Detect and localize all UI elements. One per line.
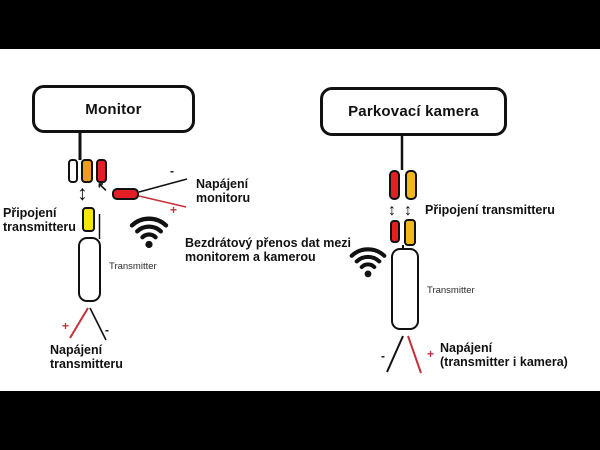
camera-plug-gold xyxy=(405,170,417,200)
monitor-power-label-line2: monitoru xyxy=(196,191,251,206)
monitor-power-plug-red xyxy=(112,188,139,200)
right-power-plus-sign: + xyxy=(427,347,435,361)
updown-arrow-icon-gold: ↕ xyxy=(404,202,412,219)
wireless-transfer-label: Bezdrátový přenos dat mezi monitorem a k… xyxy=(185,236,351,265)
left-connect-label-line1: Připojení xyxy=(3,206,57,220)
monitor-power-label: Napájení monitoru xyxy=(196,177,250,206)
left-connect-label-line2: transmitteru xyxy=(3,220,76,235)
right-transmitter-plus-wire xyxy=(407,335,422,374)
right-transmitter-minus-wire xyxy=(386,335,404,373)
letterbox-bottom xyxy=(0,391,600,450)
diagonal-arrow-icon: ↖ xyxy=(97,179,108,194)
updown-arrow-icon-red: ↕ xyxy=(388,202,396,219)
monitor-power-minus-wire xyxy=(138,178,188,193)
monitor-power-plus-wire xyxy=(138,195,187,208)
monitor-power-plus-sign: + xyxy=(170,203,178,217)
right-power-label: Napájení (transmitter i kamera) xyxy=(440,341,568,370)
monitor-box: Monitor xyxy=(32,85,195,133)
left-transmitter-box xyxy=(78,237,101,302)
monitor-box-label: Monitor xyxy=(85,100,142,118)
left-power-label-line2: transmitteru xyxy=(50,357,123,372)
monitor-plug-red xyxy=(96,159,107,183)
transmitter-plug-yellow xyxy=(82,207,95,232)
wifi-icon-right xyxy=(349,247,387,278)
right-power-label-line2: (transmitter i kamera) xyxy=(440,355,568,370)
left-power-plus-sign: + xyxy=(62,319,70,333)
left-transmitter-plus-wire xyxy=(69,307,89,339)
letterbox-top xyxy=(0,0,600,49)
monitor-plug-white xyxy=(68,159,78,183)
left-connect-label: Připojení transmitteru xyxy=(3,206,76,235)
updown-arrow-icon: ↕ xyxy=(77,182,88,205)
wifi-icon-left xyxy=(129,216,169,249)
left-transmitter-minus-wire xyxy=(89,307,107,341)
transmitter-plug-red xyxy=(390,220,400,243)
camera-plug-red xyxy=(389,170,400,200)
camera-box: Parkovací kamera xyxy=(320,87,507,136)
right-power-label-line1: Napájení xyxy=(440,341,493,355)
left-transmitter-label: Transmitter xyxy=(109,261,157,272)
right-power-minus-sign: - xyxy=(381,349,385,363)
right-transmitter-label: Transmitter xyxy=(427,285,475,296)
left-power-label: Napájení transmitteru xyxy=(50,343,123,372)
right-transmitter-box xyxy=(391,248,419,330)
monitor-plug-orange xyxy=(81,159,93,183)
camera-box-label: Parkovací kamera xyxy=(348,103,479,120)
left-power-minus-sign: - xyxy=(105,323,109,337)
right-connect-label: Připojení transmitteru xyxy=(425,203,555,217)
monitor-power-label-line1: Napájení xyxy=(196,177,249,191)
transmitter-plug-gold xyxy=(404,219,416,246)
left-power-label-line1: Napájení xyxy=(50,343,103,357)
wireless-transfer-line1: Bezdrátový přenos dat mezi xyxy=(185,236,352,250)
monitor-power-minus-sign: - xyxy=(170,164,174,178)
wireless-transfer-line2: monitorem a kamerou xyxy=(185,250,316,265)
